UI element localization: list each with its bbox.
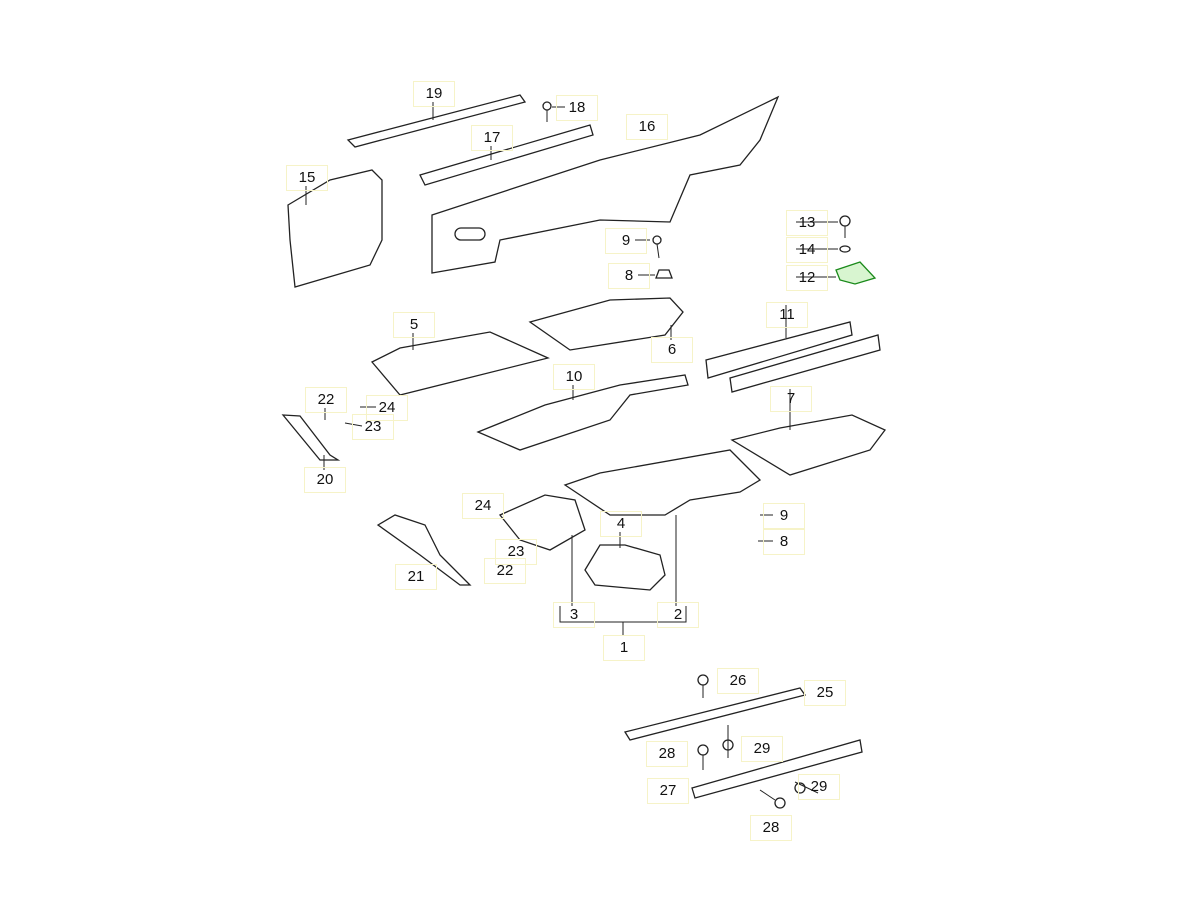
part-20-bracket[interactable]	[281, 414, 341, 461]
screw-icon	[759, 789, 786, 809]
callout-12[interactable]: 12	[786, 265, 828, 291]
part-11-tunnel-cover-lower[interactable]	[729, 334, 881, 393]
callout-7[interactable]: 7	[770, 386, 812, 412]
callout-5[interactable]: 5	[393, 312, 435, 338]
callout-4[interactable]: 4	[600, 511, 642, 537]
part-21-bracket[interactable]	[376, 514, 472, 586]
leader-lines	[305, 102, 838, 606]
callout-25[interactable]: 25	[804, 680, 846, 706]
callout-29[interactable]: 29	[741, 736, 783, 762]
screw-icon	[697, 744, 709, 770]
grommet-icon	[655, 269, 673, 279]
callout-24b[interactable]: 24	[462, 493, 504, 519]
callout-26[interactable]: 26	[717, 668, 759, 694]
callout-27[interactable]: 27	[647, 778, 689, 804]
callout-2[interactable]: 2	[657, 602, 699, 628]
part-27-sill-strip[interactable]	[691, 739, 863, 799]
washer-icon	[839, 245, 851, 253]
part-11-tunnel-cover[interactable]	[705, 321, 853, 379]
callout-10[interactable]: 10	[553, 364, 595, 390]
part-4-floor-mat[interactable]	[584, 544, 666, 591]
callout-17[interactable]: 17	[471, 125, 513, 151]
callout-14[interactable]: 14	[786, 237, 828, 263]
callout-1[interactable]: 1	[603, 635, 645, 661]
part-16-side-panel[interactable]	[431, 95, 780, 274]
part-17-sill-strip[interactable]	[419, 124, 594, 186]
part-3-floor-mat[interactable]	[498, 494, 586, 551]
callout-15[interactable]: 15	[286, 165, 328, 191]
callout-19[interactable]: 19	[413, 81, 455, 107]
group-bracket	[559, 606, 687, 636]
callout-22b[interactable]: 22	[484, 558, 526, 584]
callout-8[interactable]: 8	[608, 263, 650, 289]
part-5-floor-mat[interactable]	[370, 331, 550, 396]
screw-icon	[542, 101, 552, 122]
callout-9b[interactable]: 9	[763, 503, 805, 529]
screw-icon	[839, 215, 851, 238]
part-19-trim-strip[interactable]	[346, 94, 527, 148]
callout-6[interactable]: 6	[651, 337, 693, 363]
callout-29b[interactable]: 29	[798, 774, 840, 800]
part-10-tunnel-mat[interactable]	[476, 374, 689, 451]
callout-22[interactable]: 22	[305, 387, 347, 413]
callout-13[interactable]: 13	[786, 210, 828, 236]
part-15-front-panel[interactable]	[287, 169, 383, 288]
callout-28[interactable]: 28	[646, 741, 688, 767]
screw-icon	[697, 674, 709, 698]
callout-20[interactable]: 20	[304, 467, 346, 493]
callout-18[interactable]: 18	[556, 95, 598, 121]
callout-23[interactable]: 23	[352, 414, 394, 440]
callout-3[interactable]: 3	[553, 602, 595, 628]
part-2-floor-mat[interactable]	[563, 449, 762, 516]
callout-21[interactable]: 21	[395, 564, 437, 590]
callout-8b[interactable]: 8	[763, 529, 805, 555]
callout-28b[interactable]: 28	[750, 815, 792, 841]
callout-9[interactable]: 9	[605, 228, 647, 254]
screw-icon	[652, 235, 662, 259]
panel-slot	[454, 227, 486, 241]
part-25-sill-strip[interactable]	[623, 687, 807, 741]
callout-16[interactable]: 16	[626, 114, 668, 140]
callout-11[interactable]: 11	[766, 302, 808, 328]
part-7-floor-mat[interactable]	[730, 414, 887, 476]
callout-24[interactable]: 24	[366, 395, 408, 421]
rivet-icon	[722, 725, 734, 758]
part-12-selected-pad[interactable]	[835, 261, 877, 285]
part-6-floor-mat[interactable]	[528, 297, 684, 351]
callout-23b[interactable]: 23	[495, 539, 537, 565]
